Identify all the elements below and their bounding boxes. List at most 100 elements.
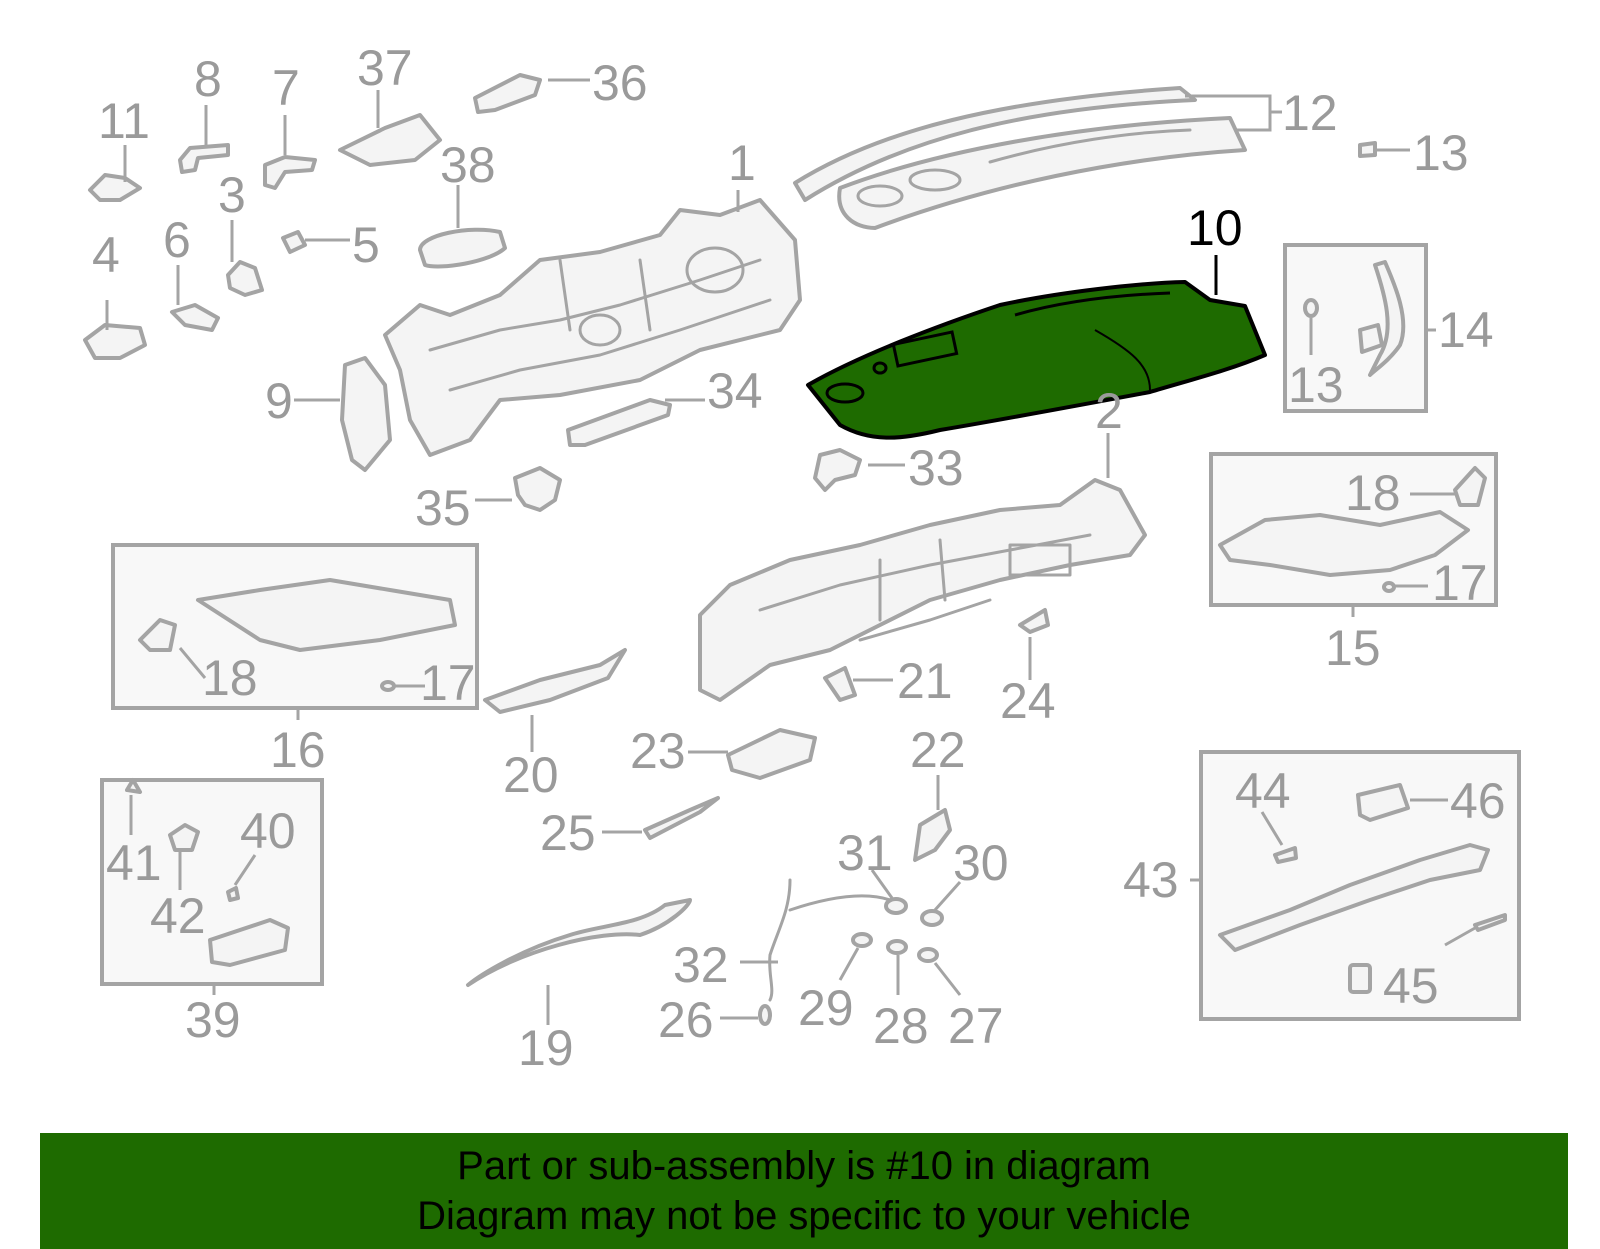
- part-3[interactable]: [226, 260, 264, 297]
- callout-20[interactable]: 20: [503, 747, 559, 803]
- part-22[interactable]: [913, 808, 952, 862]
- callout-23[interactable]: 23: [630, 723, 686, 779]
- callout-13-top[interactable]: 13: [1413, 125, 1469, 181]
- part-17-right[interactable]: [1382, 581, 1396, 593]
- part-45[interactable]: [1473, 913, 1507, 932]
- part-13-clip[interactable]: [1358, 141, 1377, 158]
- part-7[interactable]: [263, 155, 317, 190]
- part-35[interactable]: [513, 466, 562, 512]
- callout-14[interactable]: 14: [1438, 302, 1494, 358]
- part-46[interactable]: [1356, 783, 1410, 822]
- callout-10[interactable]: 10: [1187, 200, 1243, 256]
- part-14-knob[interactable]: [1358, 323, 1384, 354]
- part-42[interactable]: [168, 823, 200, 852]
- callout-12[interactable]: 12: [1282, 85, 1338, 141]
- callout-45[interactable]: 45: [1383, 958, 1439, 1014]
- part-29[interactable]: [851, 932, 873, 948]
- part-34[interactable]: [566, 398, 672, 447]
- part-37[interactable]: [338, 113, 442, 167]
- part-18-right[interactable]: [1453, 466, 1487, 507]
- callout-44[interactable]: 44: [1235, 763, 1291, 819]
- callout-13-inset[interactable]: 13: [1288, 357, 1344, 413]
- part-6[interactable]: [170, 303, 220, 332]
- part-41[interactable]: [125, 778, 142, 794]
- callout-24[interactable]: 24: [1000, 673, 1056, 729]
- callout-28[interactable]: 28: [873, 998, 929, 1054]
- part-33[interactable]: [813, 448, 862, 492]
- callout-31[interactable]: 31: [837, 825, 893, 881]
- callout-5[interactable]: 5: [352, 217, 380, 273]
- callout-29[interactable]: 29: [798, 980, 854, 1036]
- callout-9[interactable]: 9: [265, 373, 293, 429]
- part-15-duct[interactable]: [1218, 510, 1470, 577]
- callout-36[interactable]: 36: [592, 55, 648, 111]
- callout-3[interactable]: 3: [218, 167, 246, 223]
- part-44[interactable]: [1273, 846, 1298, 864]
- part-45-clip[interactable]: [1348, 963, 1372, 994]
- part-19[interactable]: [466, 898, 692, 987]
- callout-43[interactable]: 43: [1123, 852, 1179, 908]
- callout-35[interactable]: 35: [415, 480, 471, 536]
- callout-15[interactable]: 15: [1325, 620, 1381, 676]
- callout-4[interactable]: 4: [92, 227, 120, 283]
- callout-38[interactable]: 38: [440, 137, 496, 193]
- callout-30[interactable]: 30: [953, 835, 1009, 891]
- callout-19[interactable]: 19: [518, 1020, 574, 1076]
- callout-1[interactable]: 1: [728, 135, 756, 191]
- part-11[interactable]: [88, 173, 142, 202]
- part-10-dash-pad[interactable]: [806, 280, 1267, 440]
- callout-46[interactable]: 46: [1450, 773, 1506, 829]
- part-24[interactable]: [1018, 608, 1050, 634]
- callout-8[interactable]: 8: [194, 51, 222, 107]
- callout-11[interactable]: 11: [98, 93, 150, 149]
- callout-17-left[interactable]: 17: [420, 655, 476, 711]
- part-31[interactable]: [884, 897, 908, 915]
- part-25[interactable]: [643, 796, 720, 840]
- callout-41[interactable]: 41: [106, 835, 162, 891]
- part-30[interactable]: [920, 909, 944, 927]
- callout-7[interactable]: 7: [272, 60, 300, 116]
- part-23[interactable]: [726, 728, 817, 780]
- part-39-duct[interactable]: [208, 918, 290, 967]
- part-20[interactable]: [483, 648, 627, 714]
- callout-32[interactable]: 32: [673, 937, 729, 993]
- callout-37[interactable]: 37: [357, 40, 413, 96]
- part-16-duct[interactable]: [196, 578, 457, 652]
- callout-26[interactable]: 26: [658, 992, 714, 1048]
- part-9[interactable]: [340, 356, 392, 472]
- callout-40[interactable]: 40: [240, 803, 296, 859]
- callout-16[interactable]: 16: [270, 722, 326, 778]
- callout-39[interactable]: 39: [185, 992, 241, 1048]
- part-18-left[interactable]: [138, 618, 177, 652]
- part-13-inset[interactable]: [1303, 298, 1319, 318]
- callout-2[interactable]: 2: [1095, 383, 1123, 439]
- part-32-harness[interactable]: [768, 878, 892, 1002]
- part-26[interactable]: [758, 1004, 772, 1026]
- callout-21[interactable]: 21: [897, 653, 953, 709]
- callout-18-left[interactable]: 18: [202, 650, 258, 706]
- part-21[interactable]: [823, 666, 857, 702]
- part-1-instrument-carrier[interactable]: [383, 198, 802, 457]
- part-14[interactable]: [1368, 260, 1406, 377]
- part-2-lower-carrier[interactable]: [698, 478, 1147, 702]
- callout-34[interactable]: 34: [707, 363, 763, 419]
- part-12-lower-trim[interactable]: [837, 116, 1247, 230]
- callout-27[interactable]: 27: [948, 998, 1004, 1054]
- callout-42[interactable]: 42: [150, 888, 206, 944]
- part-4[interactable]: [83, 323, 147, 360]
- callout-22[interactable]: 22: [910, 722, 966, 778]
- part-5[interactable]: [281, 230, 307, 254]
- part-27[interactable]: [917, 947, 939, 963]
- part-38[interactable]: [418, 227, 507, 269]
- callout-6[interactable]: 6: [163, 212, 191, 268]
- part-12-upper-trim[interactable]: [793, 86, 1197, 202]
- part-36[interactable]: [473, 73, 542, 114]
- part-17-left[interactable]: [380, 680, 396, 692]
- part-40[interactable]: [226, 886, 240, 902]
- part-28[interactable]: [886, 939, 908, 955]
- callout-17-right[interactable]: 17: [1432, 555, 1488, 611]
- callout-25[interactable]: 25: [540, 805, 596, 861]
- callout-18-right[interactable]: 18: [1345, 465, 1401, 521]
- callout-33[interactable]: 33: [908, 440, 964, 496]
- part-8[interactable]: [178, 143, 230, 174]
